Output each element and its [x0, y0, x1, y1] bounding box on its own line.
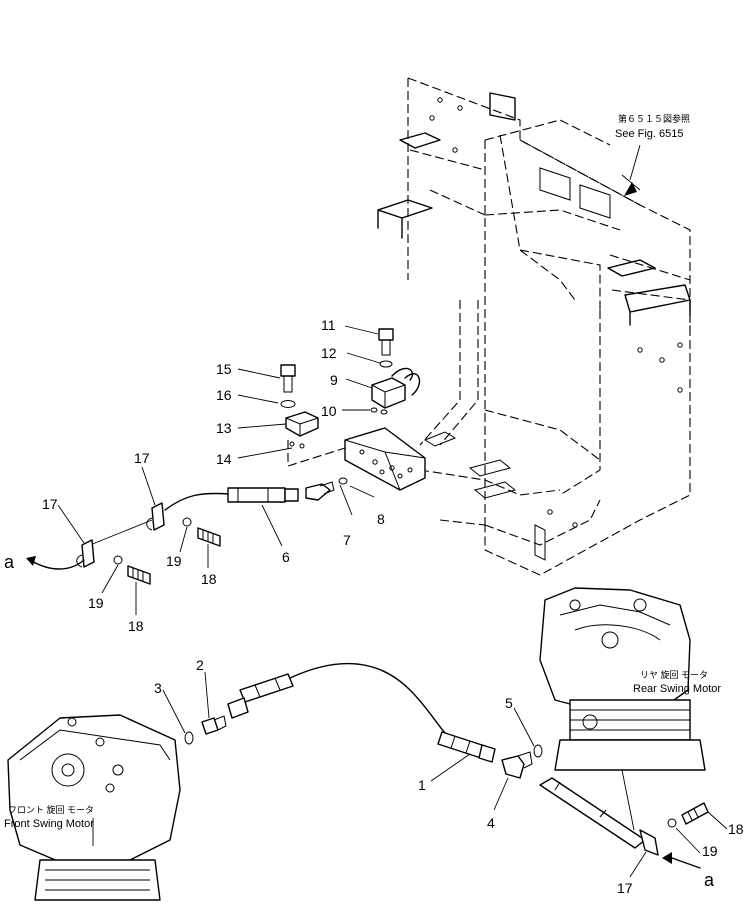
- callout-18-left: 18: [128, 618, 144, 634]
- callout-12: 12: [321, 345, 337, 361]
- rear-swing-motor: [539, 587, 706, 771]
- rear-motor-label: Rear Swing Motor: [633, 683, 721, 695]
- callout-19-left: 19: [88, 595, 104, 611]
- callout-14: 14: [216, 451, 232, 467]
- callout-4: 4: [487, 815, 495, 831]
- callout-16: 16: [216, 387, 232, 403]
- callout-17-upper: 17: [134, 450, 150, 466]
- callout-19-right: 19: [702, 843, 718, 859]
- callout-13: 13: [216, 420, 232, 436]
- callout-19-upper: 19: [166, 553, 182, 569]
- upper-hose-assembly: [26, 477, 348, 585]
- valve-block-assembly: [280, 328, 426, 491]
- connector-a-right: a: [704, 870, 715, 890]
- callout-18-right: 18: [728, 821, 744, 837]
- front-motor-label-jp: フロント 旋回 モータ: [8, 804, 94, 815]
- machine-frame: [377, 77, 691, 576]
- see-fig-label: See Fig. 6515: [615, 128, 684, 140]
- callout-6: 6: [282, 549, 290, 565]
- front-motor-label: Front Swing Motor: [4, 818, 94, 830]
- callout-8: 8: [377, 511, 385, 527]
- callout-5: 5: [505, 695, 513, 711]
- callout-17-right: 17: [617, 880, 633, 896]
- callout-11: 11: [321, 317, 336, 333]
- callout-3: 3: [154, 680, 162, 696]
- callout-9: 9: [330, 372, 338, 388]
- connector-a-left: a: [4, 552, 15, 572]
- callout-18-upper: 18: [201, 571, 217, 587]
- rear-motor-label-jp: リヤ 旋回 モータ: [640, 669, 708, 680]
- callout-17-left: 17: [42, 496, 58, 512]
- callout-1: 1: [418, 777, 426, 793]
- front-swing-motor: [7, 714, 181, 901]
- callout-10: 10: [321, 403, 337, 419]
- callout-2: 2: [196, 657, 204, 673]
- callout-7: 7: [343, 532, 351, 548]
- leader-lines: [57, 144, 728, 878]
- lower-hose-assembly: [184, 662, 709, 869]
- see-fig-label-jp: 第６５１５図参照: [618, 113, 690, 124]
- callout-15: 15: [216, 361, 232, 377]
